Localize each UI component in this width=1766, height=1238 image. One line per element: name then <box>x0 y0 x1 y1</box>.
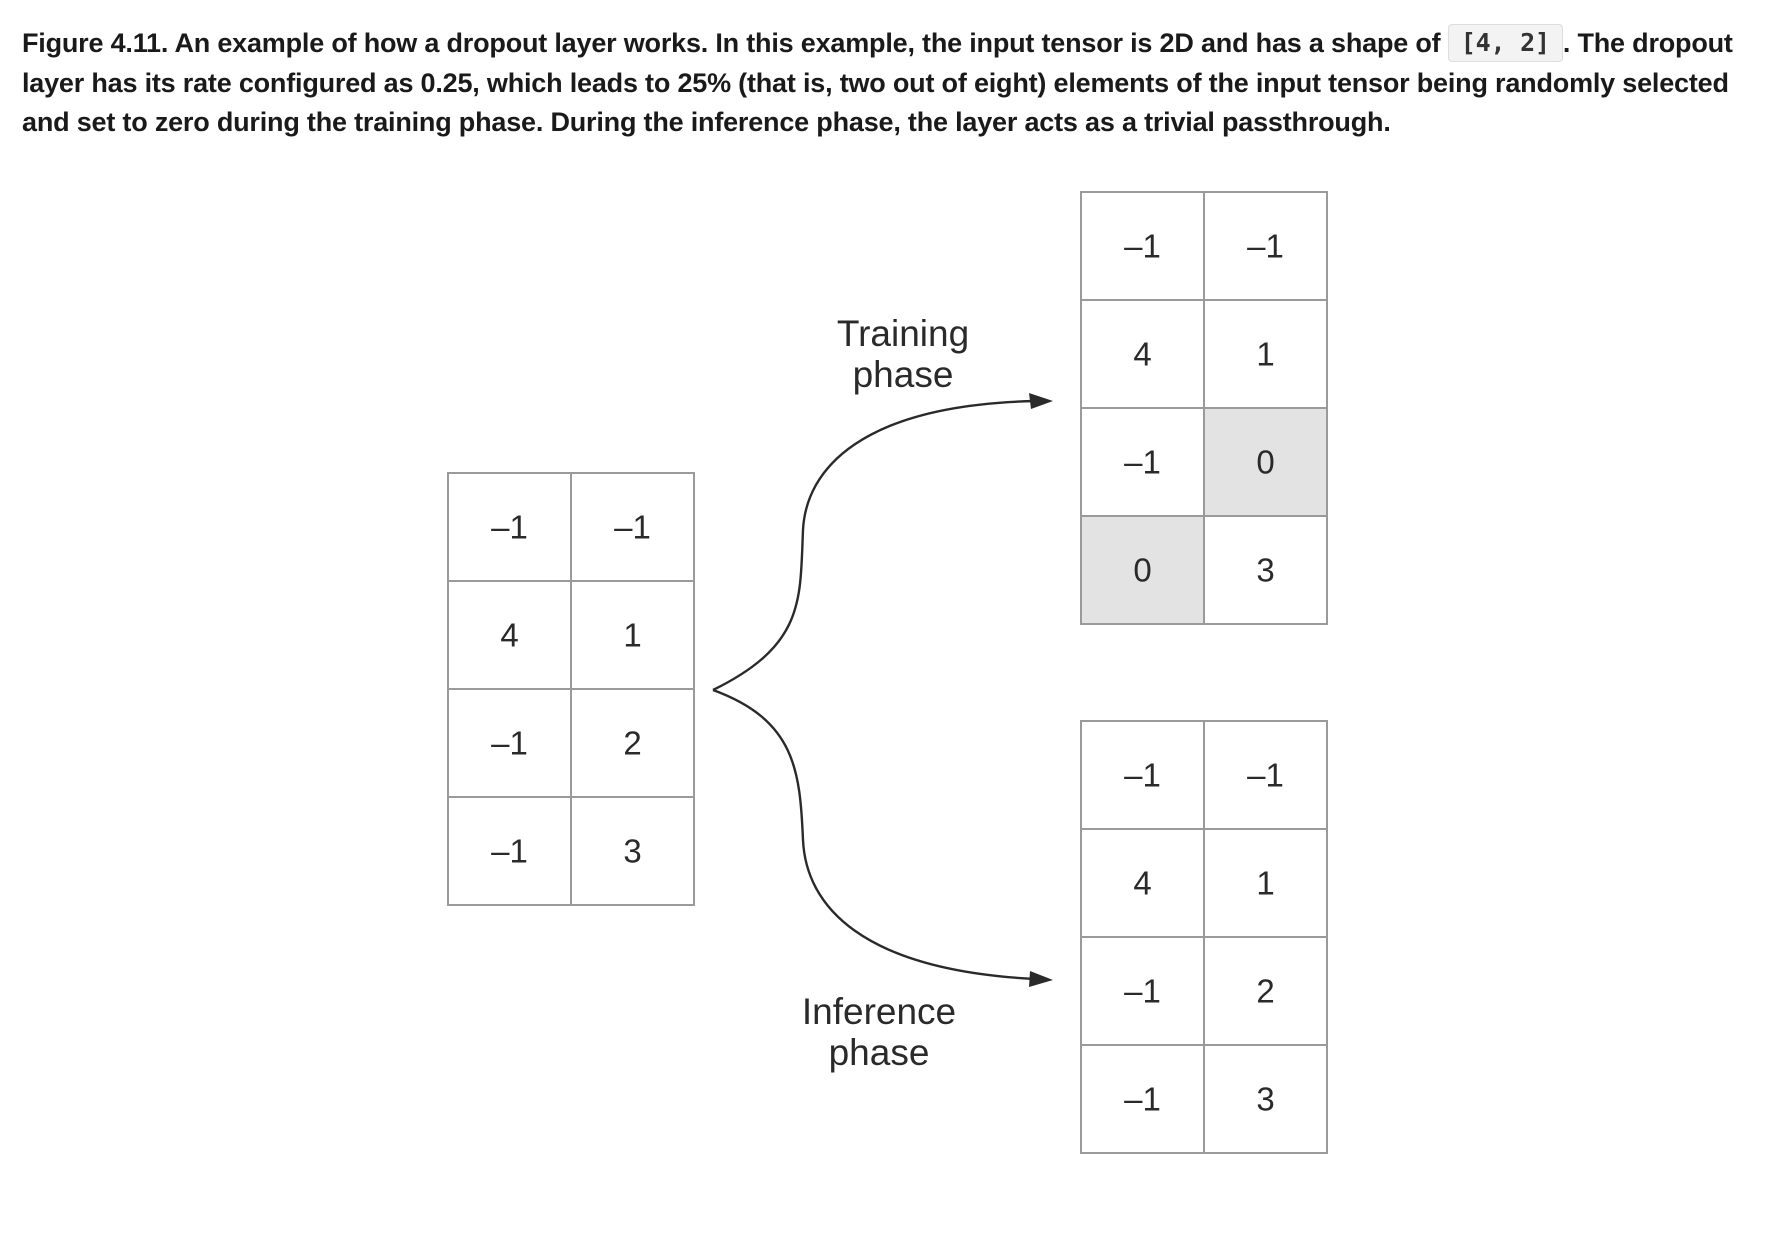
inference-cell: 4 <box>1080 828 1205 938</box>
input-cell: –1 <box>570 472 695 582</box>
training-flow-arrow <box>712 399 1036 692</box>
input-cell-value: 3 <box>623 833 641 870</box>
training-arrowhead <box>1029 393 1053 409</box>
inference-arrowhead <box>1029 971 1053 987</box>
input-cell-value: –1 <box>491 725 528 762</box>
input-cell-value: 4 <box>500 617 518 654</box>
training-cell: 1 <box>1203 299 1328 409</box>
training-cell-value: –1 <box>1124 444 1161 481</box>
input-cell-value: 1 <box>623 617 641 654</box>
inference-cell: –1 <box>1080 1044 1205 1154</box>
inference-phase-label: Inference phase <box>802 991 956 1073</box>
shape-code: [4, 2] <box>1447 23 1563 62</box>
input-cell-value: –1 <box>491 509 528 546</box>
inference-output-grid: –1 –1 4 1 –1 2 –1 3 <box>1080 720 1328 1154</box>
inference-cell: –1 <box>1080 936 1205 1046</box>
training-cell: –1 <box>1080 191 1205 301</box>
inference-cell: 1 <box>1203 828 1328 938</box>
inference-cell: –1 <box>1080 720 1205 830</box>
training-cell-value: 0 <box>1133 552 1151 589</box>
training-label-line1: Training <box>837 313 969 354</box>
inference-cell-value: 4 <box>1133 865 1151 902</box>
training-cell-value: 3 <box>1256 552 1274 589</box>
training-cell-dropped: 0 <box>1203 407 1328 517</box>
input-cell-value: –1 <box>614 509 651 546</box>
input-tensor-grid: –1 –1 4 1 –1 2 –1 3 <box>447 472 695 906</box>
training-cell: 4 <box>1080 299 1205 409</box>
input-cell: 2 <box>570 688 695 798</box>
caption-text-before: Figure 4.11. An example of how a dropout… <box>22 28 1448 58</box>
inference-cell-value: 2 <box>1256 973 1274 1010</box>
input-cell: 4 <box>447 580 572 690</box>
training-cell-value: 4 <box>1133 336 1151 373</box>
training-cell-value: –1 <box>1247 228 1284 265</box>
inference-cell: –1 <box>1203 720 1328 830</box>
inference-cell-value: 3 <box>1256 1081 1274 1118</box>
input-cell: –1 <box>447 796 572 906</box>
input-cell: 3 <box>570 796 695 906</box>
training-cell: –1 <box>1203 191 1328 301</box>
training-cell-value: 0 <box>1256 444 1274 481</box>
inference-cell-value: –1 <box>1247 757 1284 794</box>
input-cell: 1 <box>570 580 695 690</box>
inference-label-line1: Inference <box>802 991 956 1032</box>
training-output-grid: –1 –1 4 1 –1 0 0 3 <box>1080 191 1328 625</box>
inference-cell-value: –1 <box>1124 973 1161 1010</box>
training-label-line2: phase <box>853 354 954 395</box>
inference-cell: 3 <box>1203 1044 1328 1154</box>
training-phase-label: Training phase <box>837 313 969 395</box>
input-cell: –1 <box>447 472 572 582</box>
caption-text-after: . The dropout layer has its rate configu… <box>22 28 1733 137</box>
training-cell: 3 <box>1203 515 1328 625</box>
inference-cell-value: 1 <box>1256 865 1274 902</box>
input-cell-value: –1 <box>491 833 528 870</box>
figure-caption: Figure 4.11. An example of how a dropout… <box>22 23 1747 142</box>
inference-cell-value: –1 <box>1124 1081 1161 1118</box>
training-cell: –1 <box>1080 407 1205 517</box>
inference-flow-arrow <box>712 688 1036 981</box>
inference-cell-value: –1 <box>1124 757 1161 794</box>
training-cell-value: –1 <box>1124 228 1161 265</box>
input-cell-value: 2 <box>623 725 641 762</box>
training-cell-dropped: 0 <box>1080 515 1205 625</box>
input-cell: –1 <box>447 688 572 798</box>
training-cell-value: 1 <box>1256 336 1274 373</box>
inference-cell: 2 <box>1203 936 1328 1046</box>
inference-label-line2: phase <box>829 1032 930 1073</box>
